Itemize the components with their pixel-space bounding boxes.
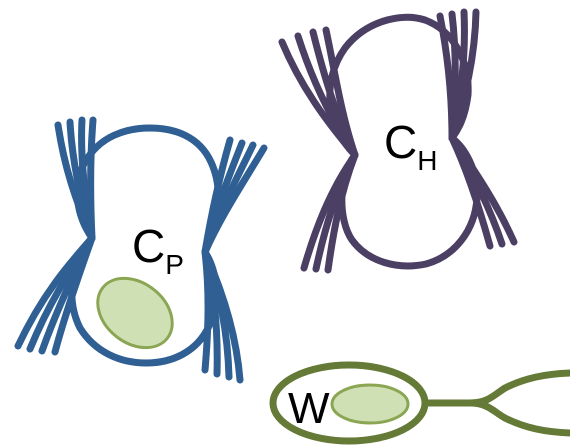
cell-w-label-main: W [288, 384, 330, 433]
cell-w-inclusion [332, 385, 408, 423]
cell-ch: CH [282, 12, 514, 270]
cell-w: W [273, 365, 570, 441]
cell-ch-label-sub: H [417, 145, 437, 176]
cell-w-flagellum [425, 373, 570, 403]
cell-w-flagellum [470, 403, 570, 433]
cell-cp-label: CP [132, 220, 184, 280]
cell-cp-flagellum [91, 120, 93, 238]
cell-cp-label-sub: P [165, 249, 184, 280]
cell-cp: CP [18, 120, 264, 380]
cell-cp-label-main: C [132, 220, 165, 272]
cell-w-label: W [288, 384, 330, 433]
cell-ch-label: CH [384, 116, 437, 176]
cell-ch-label-main: C [384, 116, 417, 168]
